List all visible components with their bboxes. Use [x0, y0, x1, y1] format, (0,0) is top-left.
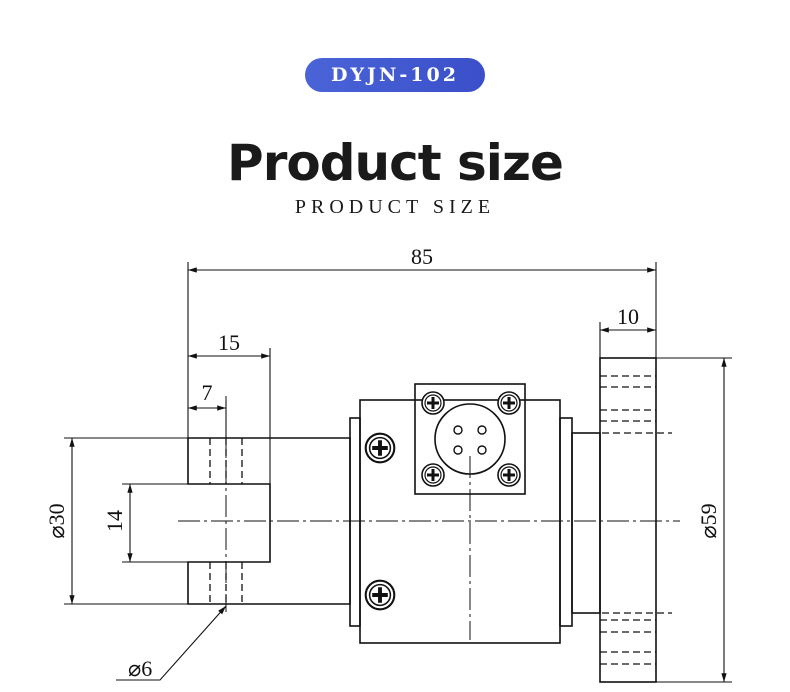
screw-icon: [421, 391, 445, 415]
dim-overall-length: 85: [411, 244, 433, 269]
dim-flange-diameter: ⌀59: [696, 503, 721, 538]
page-subtitle: PRODUCT SIZE: [294, 196, 496, 218]
dim-shaft-block-length: 15: [218, 330, 240, 355]
screw-icon: [497, 463, 521, 487]
housing-flange-left: [349, 417, 361, 627]
housing-screw-icon: [364, 579, 396, 611]
housing-lip-right: [559, 417, 573, 627]
dim-hole-diameter: ⌀6: [128, 656, 152, 681]
page-title: Product size: [227, 134, 564, 192]
dim-slot-offset: 7: [202, 380, 213, 405]
model-badge: DYJN-102: [305, 58, 485, 92]
motor-neck: [571, 432, 601, 614]
dim-shaft-diameter: ⌀30: [44, 503, 69, 538]
dimension-lines: [64, 262, 732, 683]
screw-icon: [421, 463, 445, 487]
housing-screw-icon: [364, 432, 396, 464]
connector-pins: [453, 425, 487, 455]
mounting-flange: [599, 357, 657, 683]
dim-slot-width: 14: [102, 510, 127, 532]
screw-icon: [497, 391, 521, 415]
dim-flange-thickness: 10: [617, 304, 639, 329]
